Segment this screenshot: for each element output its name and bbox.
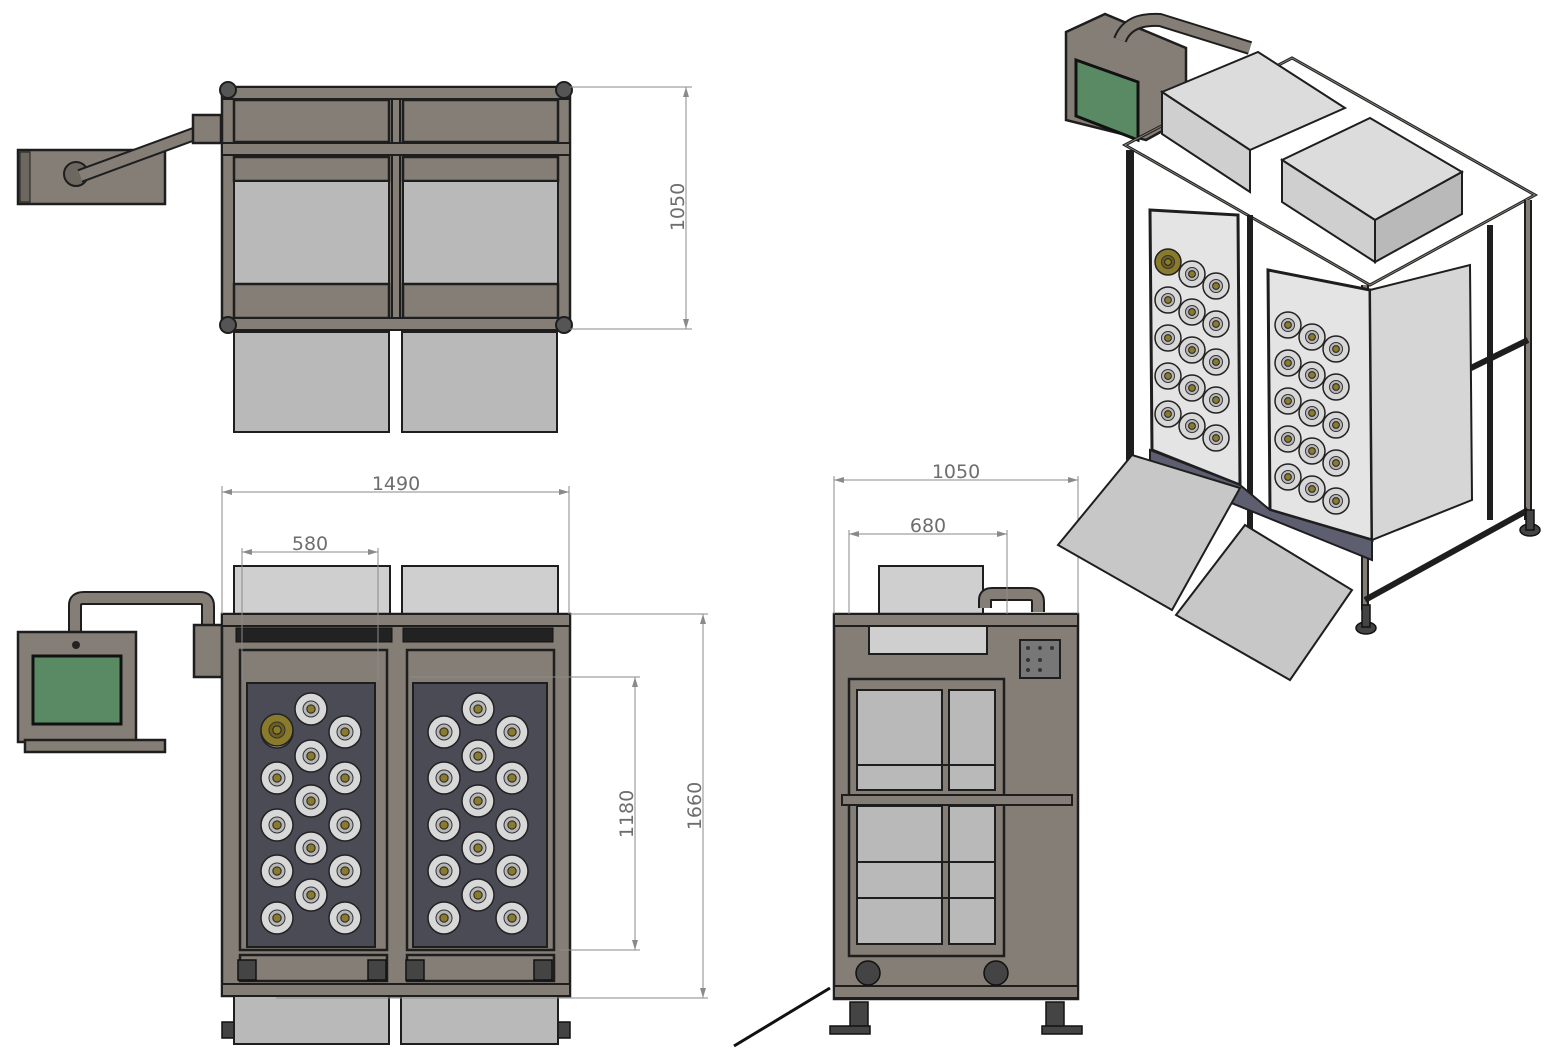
spools-right <box>427 692 529 935</box>
dim-side-depth: 1050 <box>932 461 980 483</box>
dim-front-bay: 580 <box>292 533 328 555</box>
iso-ramp-right <box>1174 523 1354 682</box>
ramp-left-top <box>233 331 390 433</box>
iso-ramp-left <box>1056 453 1242 612</box>
side-view: 1050 680 <box>733 461 1083 1048</box>
dim-front-total-height: 1660 <box>684 782 706 830</box>
ramp-right-top <box>401 331 558 433</box>
monitor-screen <box>31 654 123 726</box>
dim-side-inner: 680 <box>910 515 946 537</box>
front-view: 1490 580 1180 1660 <box>16 473 708 1045</box>
iso-spools-left <box>1154 248 1230 452</box>
dim-front-rack-height: 1180 <box>616 790 638 838</box>
spools-left <box>260 692 362 935</box>
top-view: 1050 <box>16 81 692 433</box>
iso-spools-right <box>1274 311 1350 515</box>
keyboard-tray <box>23 738 167 754</box>
dim-front-width: 1490 <box>372 473 420 495</box>
monitor-arm-mount <box>191 113 223 145</box>
dim-top-depth: 1050 <box>667 183 689 231</box>
isometric-view <box>1056 12 1541 682</box>
